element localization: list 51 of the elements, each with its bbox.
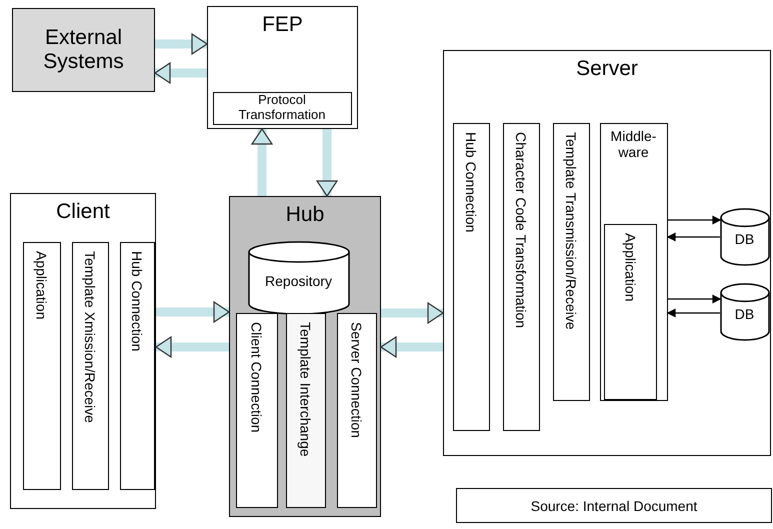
module-box [502, 122, 540, 430]
block-arrow [251, 128, 273, 196]
block-arrow [155, 33, 208, 55]
arrow [667, 308, 720, 318]
box-label: Application [33, 250, 50, 319]
arrow [668, 216, 721, 224]
box-label: External Systems [42, 26, 125, 74]
source-note: Source: Internal Document [530, 497, 698, 514]
module-box [286, 312, 326, 508]
module-box [600, 122, 668, 400]
box-label: Client Connection [248, 322, 265, 432]
module-box [452, 122, 490, 430]
box-label: DB [734, 306, 756, 322]
box-title: Hub [284, 203, 326, 228]
block-arrow [380, 336, 443, 358]
block-arrow [155, 336, 229, 358]
component-box [12, 8, 155, 92]
component-box [443, 50, 771, 456]
box-label: Character Code Transformation [512, 132, 530, 328]
arrow [667, 232, 720, 242]
box-label: Hub Connection [128, 250, 146, 351]
box-title: FEP [261, 13, 304, 38]
box-label: Protocol Transformation [238, 93, 326, 123]
box-title: Middle-ware [610, 128, 658, 160]
component-box [207, 6, 358, 129]
block-arrow [154, 62, 207, 84]
box-title: Client [55, 200, 111, 224]
box-label: DB [734, 231, 756, 248]
component-box [229, 196, 381, 517]
component-box [10, 193, 156, 509]
module-box [236, 312, 278, 508]
box-title: Server [575, 57, 639, 82]
module-box [120, 242, 154, 490]
module-box [212, 92, 352, 124]
box-label: Server Connection [348, 322, 365, 438]
module-box [72, 242, 108, 490]
module-box [552, 122, 590, 400]
box-label: Template Transmission/Receive [562, 132, 580, 330]
module-box [336, 312, 376, 508]
box-label: Template Interchange [297, 322, 314, 456]
box-label: Application [622, 233, 639, 302]
block-arrow [381, 302, 444, 324]
module-box [22, 242, 60, 490]
component-box [456, 488, 772, 523]
box-label: Template Xmission/Receive [82, 250, 98, 422]
arrow [668, 294, 721, 304]
block-arrow [316, 129, 338, 197]
box-label: Repository [264, 273, 333, 290]
module-box [604, 224, 657, 400]
block-arrow [156, 301, 230, 323]
box-label: Hub Connection [462, 132, 480, 232]
